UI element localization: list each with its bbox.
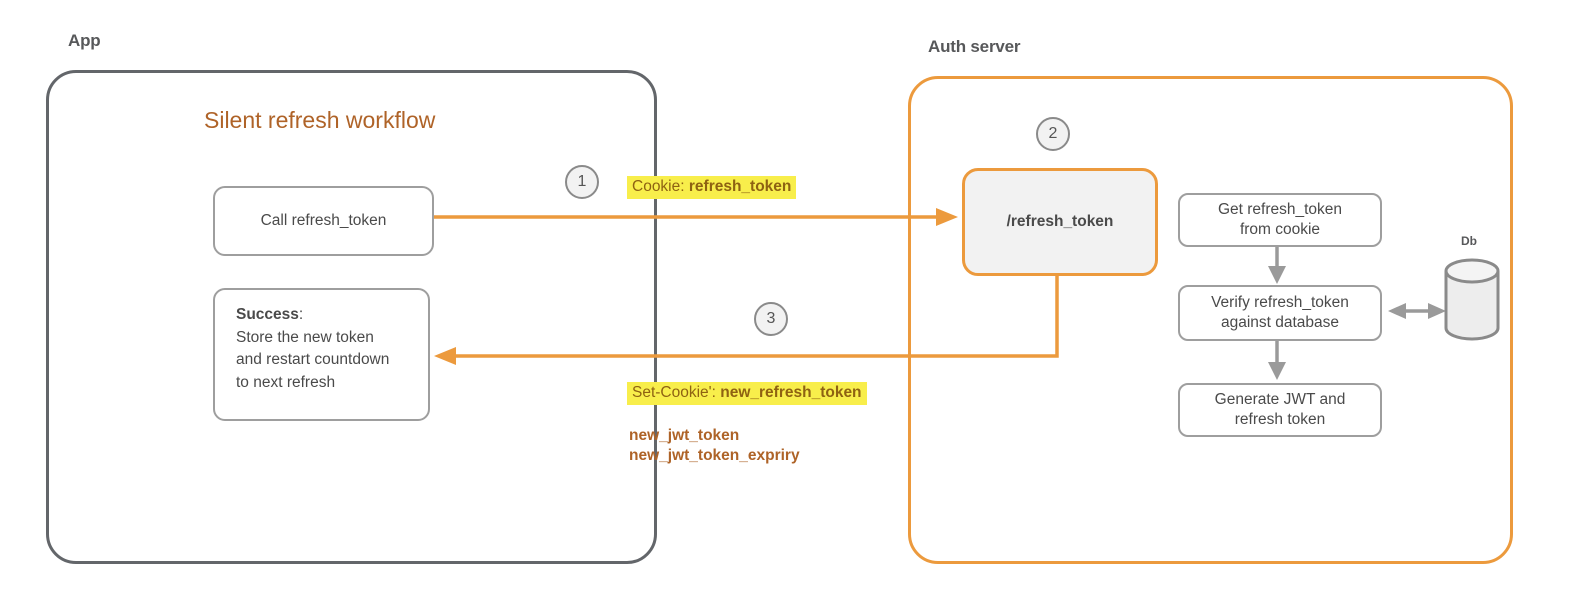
set-cookie-annotation: Set-Cookie': new_refresh_token bbox=[627, 382, 867, 405]
set-cookie-prefix: Set-Cookie': bbox=[632, 384, 721, 401]
cookie-refresh-token-annotation: Cookie: refresh_token bbox=[627, 176, 797, 199]
cookie-value: refresh_token bbox=[688, 178, 792, 195]
call-refresh-token-label: Call refresh_token bbox=[260, 212, 387, 229]
diagram-title: Silent refresh workflow bbox=[204, 107, 436, 133]
verify-box-line1: Verify refresh_token bbox=[1211, 294, 1349, 311]
success-box-line3: and restart countdown bbox=[236, 351, 390, 368]
get-box-line1: Get refresh_token bbox=[1217, 201, 1343, 218]
verify-box-line2: against database bbox=[1220, 314, 1340, 331]
step-circle-2: 2 bbox=[1036, 117, 1070, 151]
cookie-prefix: Cookie: bbox=[632, 178, 689, 195]
app-container-label: App bbox=[68, 31, 101, 50]
new-jwt-token-line: new_jwt_token bbox=[629, 427, 740, 444]
auth-server-container-label: Auth server bbox=[928, 37, 1021, 56]
get-box-line2: from cookie bbox=[1239, 221, 1321, 238]
step-circle-3: 3 bbox=[754, 302, 788, 336]
step-3-number: 3 bbox=[766, 310, 776, 327]
generate-box-line1: Generate JWT and bbox=[1214, 391, 1346, 408]
call-refresh-token-box: Call refresh_token bbox=[213, 186, 434, 256]
db-label: Db bbox=[1461, 234, 1477, 248]
generate-jwt-box: Generate JWT and refresh token bbox=[1178, 383, 1382, 437]
success-box: Success: Store the new token and restart… bbox=[213, 288, 430, 421]
get-refresh-token-box: Get refresh_token from cookie bbox=[1178, 193, 1382, 247]
refresh-token-endpoint-box: /refresh_token bbox=[962, 168, 1158, 276]
new-jwt-token-expiry-line: new_jwt_token_expriry bbox=[629, 447, 800, 464]
step-2-number: 2 bbox=[1048, 125, 1058, 142]
refresh-token-endpoint-label: /refresh_token bbox=[1006, 213, 1114, 230]
verify-refresh-token-box: Verify refresh_token against database bbox=[1178, 285, 1382, 341]
step-circle-1: 1 bbox=[565, 165, 599, 199]
set-cookie-value: new_refresh_token bbox=[720, 384, 862, 401]
generate-box-line2: refresh token bbox=[1234, 411, 1326, 428]
step-1-number: 1 bbox=[577, 173, 587, 190]
success-box-line2: Store the new token bbox=[236, 328, 374, 346]
new-jwt-token-annotation: new_jwt_token new_jwt_token_expriry bbox=[629, 426, 800, 466]
success-box-line1: Success: bbox=[236, 306, 304, 323]
success-box-line4: to next refresh bbox=[236, 373, 336, 391]
